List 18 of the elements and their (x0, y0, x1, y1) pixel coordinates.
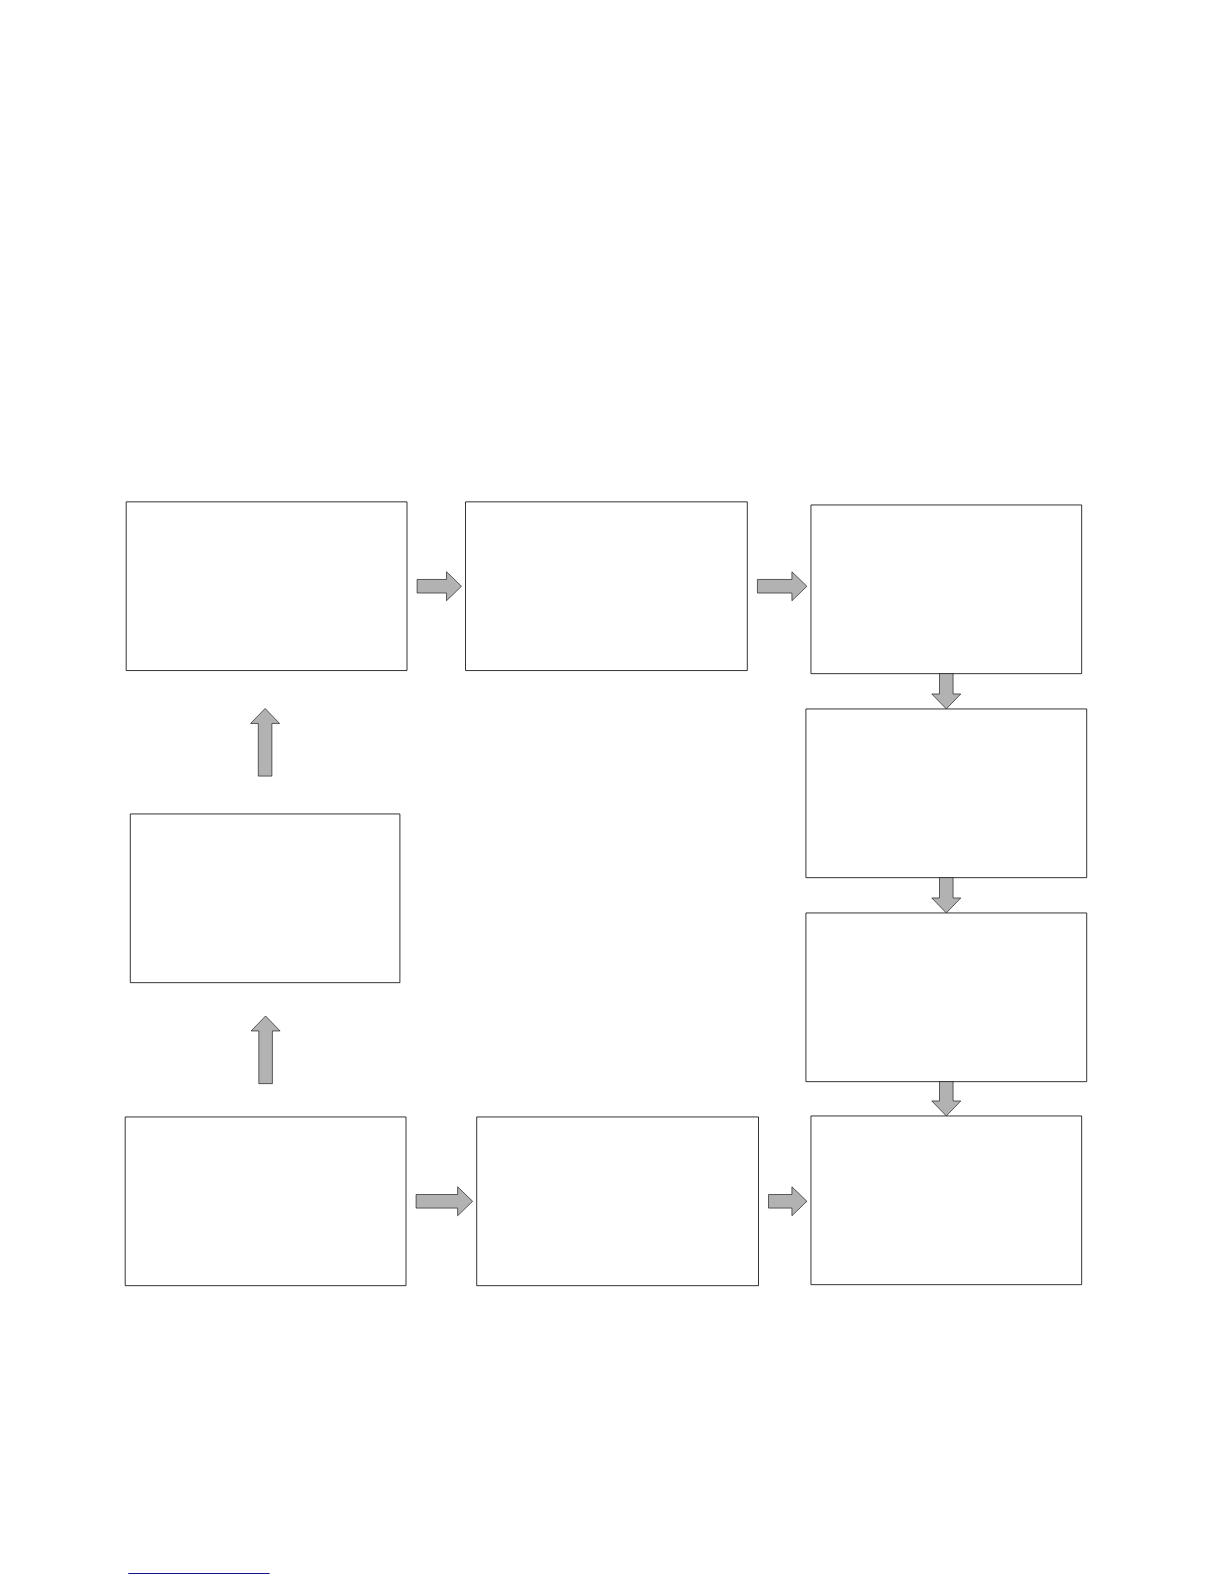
flow-box (805, 708, 1088, 879)
block-arrow (415, 1186, 473, 1217)
flow-box (465, 501, 748, 671)
flow-box (125, 501, 408, 671)
flow-box (810, 1115, 1083, 1286)
block-arrow (931, 1081, 962, 1117)
block-arrow (416, 571, 462, 602)
flow-box (805, 912, 1088, 1083)
flow-box (129, 813, 401, 984)
flow-box (124, 1116, 407, 1287)
block-arrow (931, 877, 962, 914)
flow-box (476, 1116, 759, 1287)
block-arrow (250, 708, 280, 777)
block-arrow (931, 673, 962, 710)
block-arrow (757, 571, 808, 602)
block-arrow (250, 1015, 281, 1084)
flow-box (810, 504, 1083, 675)
block-arrow (768, 1186, 808, 1217)
